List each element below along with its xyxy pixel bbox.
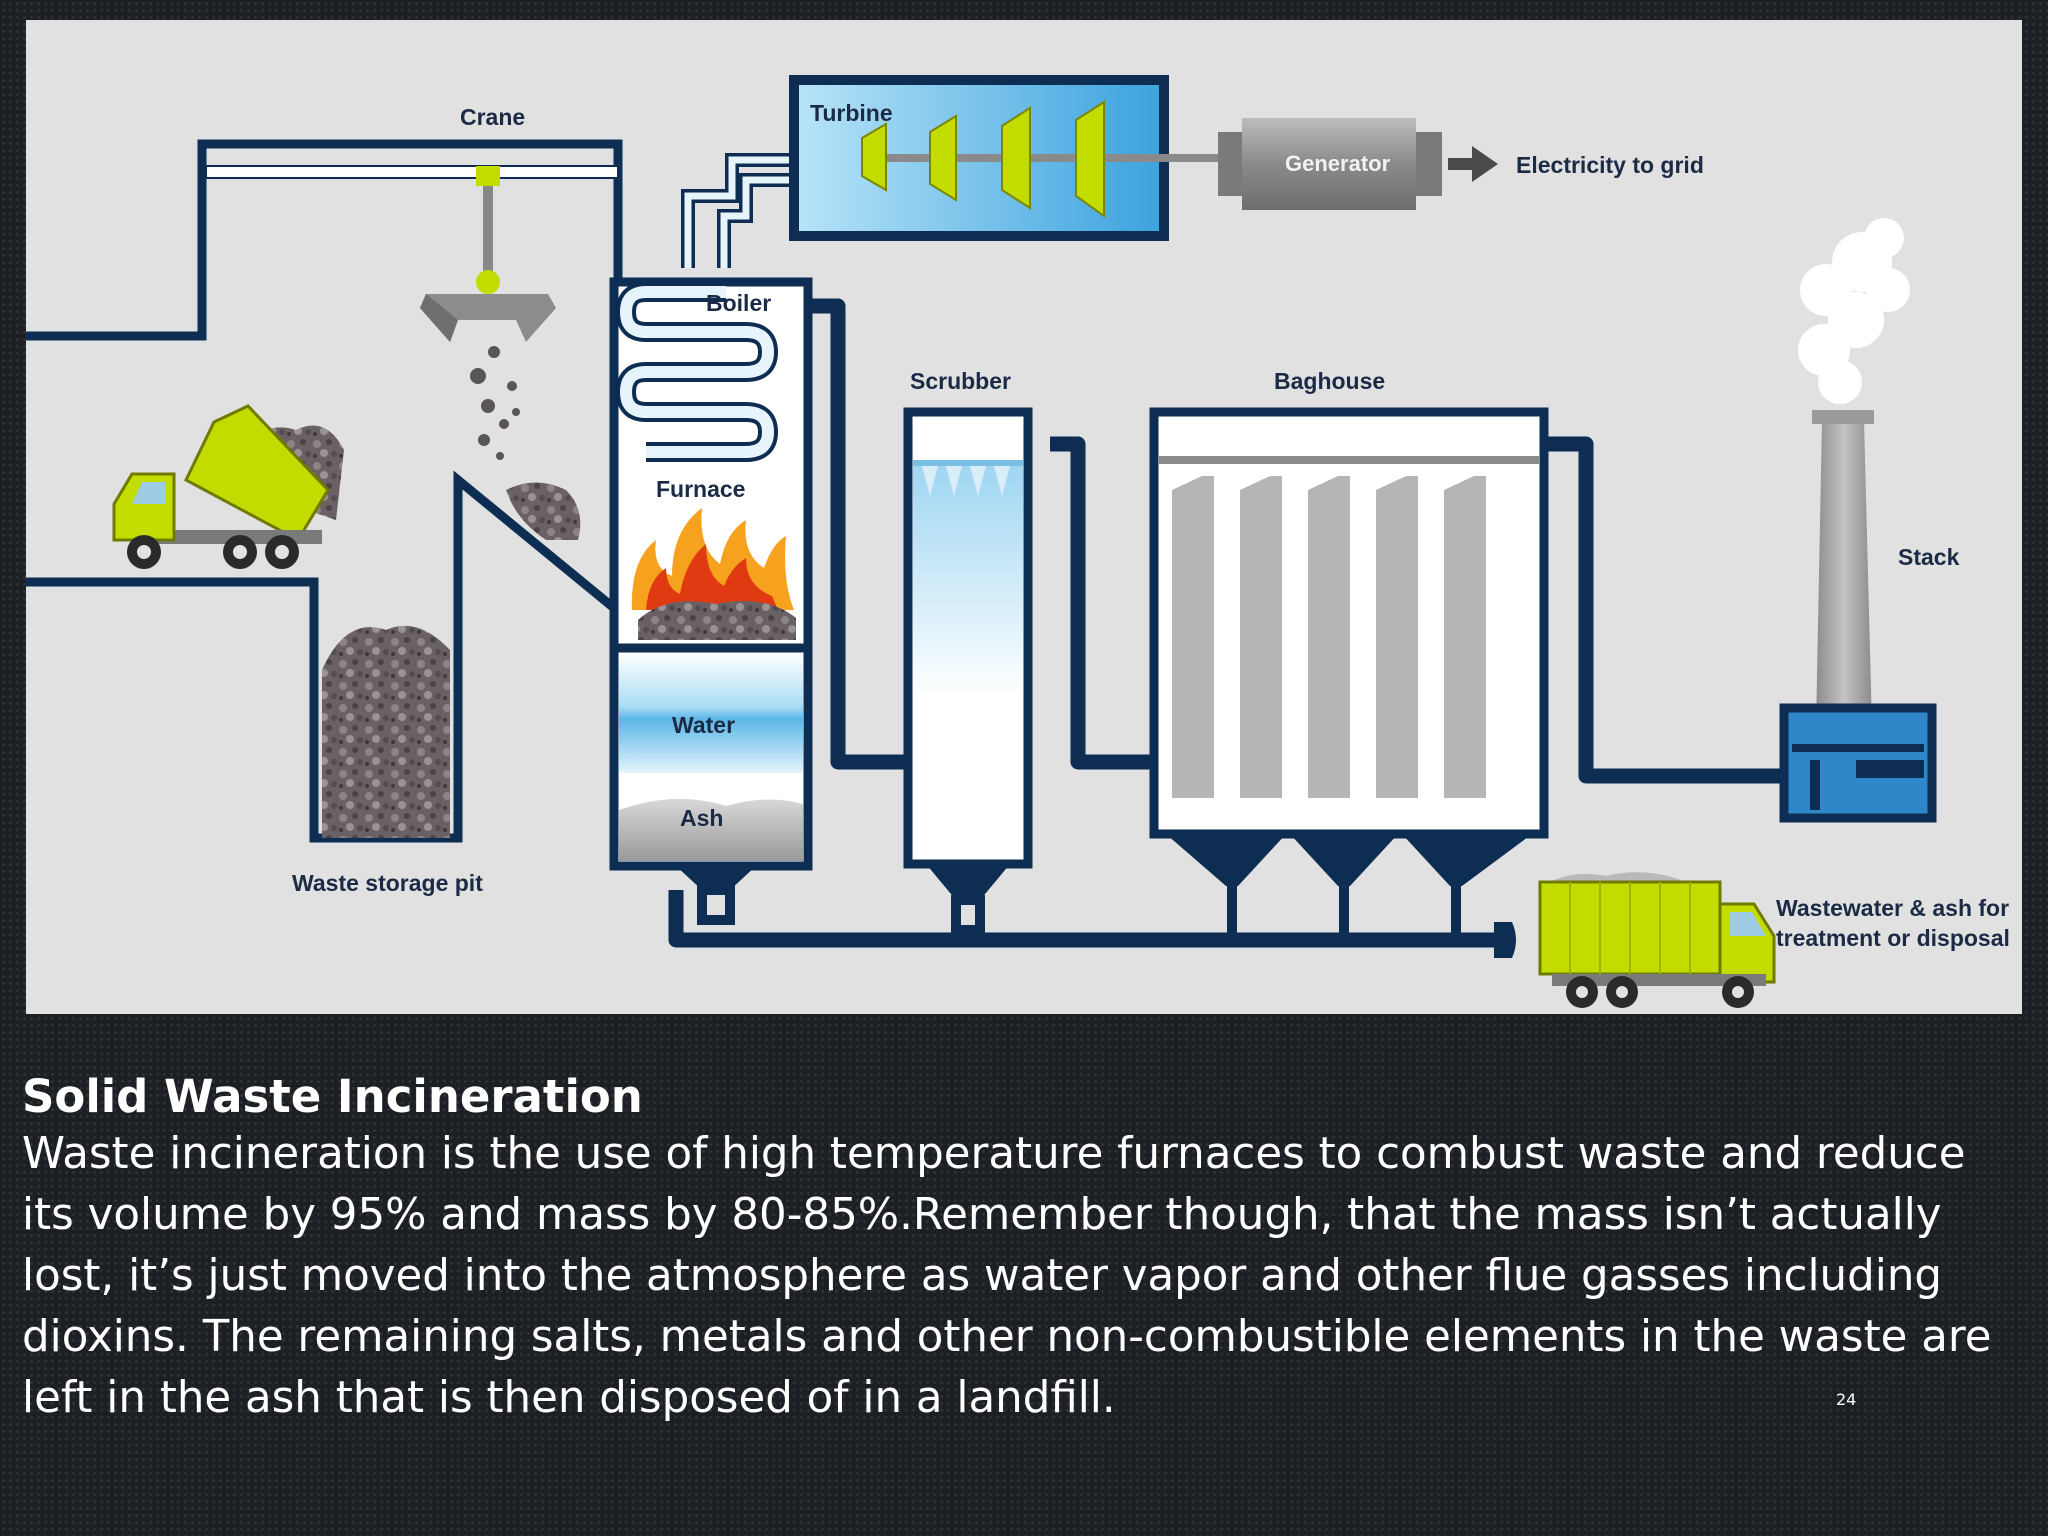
caption-title: Solid Waste Incineration <box>22 1070 643 1123</box>
caption-body: Waste incineration is the use of high te… <box>22 1129 1992 1423</box>
stack-unit <box>1779 410 1937 823</box>
label-water: Water <box>672 712 736 738</box>
dump-truck-icon <box>112 404 344 569</box>
arrow-right-icon <box>1448 146 1498 182</box>
label-generator: Generator <box>1285 151 1391 176</box>
label-scrubber: Scrubber <box>910 368 1011 394</box>
label-furnace: Furnace <box>656 476 746 502</box>
label-baghouse: Baghouse <box>1274 368 1386 394</box>
collection-truck-icon <box>1538 872 1776 1008</box>
crane-grab-icon <box>205 165 619 342</box>
incineration-diagram: Crane Turbine Generator Electricity to g… <box>26 20 2022 1014</box>
smoke-icon <box>1798 218 1910 404</box>
generator-unit <box>1218 118 1498 210</box>
baghouse-unit <box>1149 407 1549 934</box>
label-ash: Ash <box>680 805 724 831</box>
label-crane: Crane <box>460 104 526 130</box>
flame-icon <box>631 508 796 640</box>
label-waste-pit: Waste storage pit <box>292 870 483 896</box>
label-turbine: Turbine <box>810 100 893 126</box>
outlet-cap <box>1494 922 1516 958</box>
falling-debris <box>470 346 520 460</box>
label-boiler: Boiler <box>706 290 772 316</box>
label-stack: Stack <box>1898 544 1960 570</box>
slide-number: 24 <box>1836 1390 1857 1409</box>
caption: Solid Waste Incineration Waste incinerat… <box>22 1070 2022 1429</box>
scrubber-unit <box>903 407 1033 935</box>
diagram-graphics <box>26 75 1937 1008</box>
label-electricity: Electricity to grid <box>1516 152 1704 178</box>
turbine-unit <box>789 75 1282 241</box>
label-disposal: Wastewater & ash for treatment or dispos… <box>1776 895 2010 951</box>
waste-pile <box>322 625 450 838</box>
